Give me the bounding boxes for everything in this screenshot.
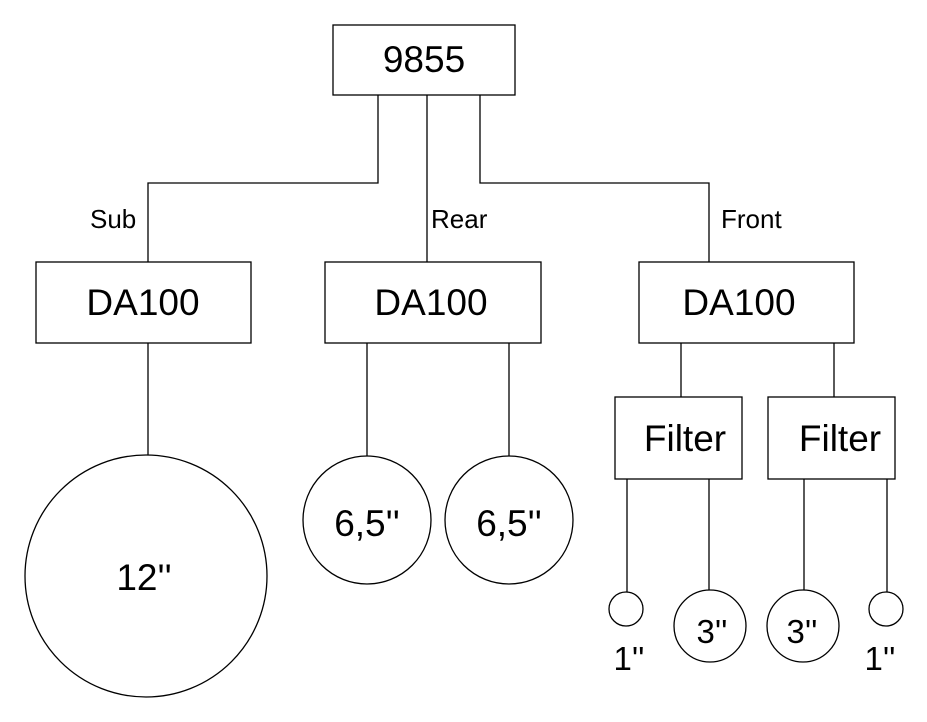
speaker-front-tweeter-left: 1''	[608, 591, 645, 677]
speaker-size-label: 12''	[116, 557, 171, 598]
speaker-front-mid-right: 3''	[766, 589, 840, 663]
speaker-size-label: 6,5''	[334, 503, 400, 544]
amplifier-sub: DA100	[35, 261, 252, 344]
filter-label: Filter	[799, 418, 881, 459]
source-unit: 9855	[332, 24, 516, 96]
channel-label-rear: Rear	[431, 204, 488, 234]
speaker-size-label: 6,5''	[476, 503, 542, 544]
amplifier-rear: DA100	[324, 261, 542, 344]
speaker-rear-left: 6,5''	[302, 455, 432, 585]
filter-right: Filter	[767, 396, 896, 480]
filter-label: Filter	[644, 418, 726, 459]
wire-source-front	[479, 95, 710, 262]
wire-source-sub	[147, 95, 379, 262]
speaker-sub: 12''	[24, 454, 268, 698]
amplifier-front: DA100	[638, 261, 855, 344]
amplifier-label: DA100	[86, 282, 199, 323]
filter-left: Filter	[614, 396, 743, 480]
source-label: 9855	[383, 39, 465, 80]
speaker-front-tweeter-right: 1''	[865, 591, 904, 677]
amplifier-label: DA100	[682, 282, 795, 323]
speaker-size-label: 3''	[697, 613, 728, 650]
speaker-front-mid-left: 3''	[673, 589, 747, 663]
speaker-rear-right: 6,5''	[444, 455, 574, 585]
amplifier-label: DA100	[374, 282, 487, 323]
speaker-size-label: 1''	[614, 640, 645, 677]
speaker-size-label: 1''	[865, 640, 896, 677]
speaker-size-label: 3''	[787, 613, 818, 650]
channel-label-front: Front	[721, 204, 782, 234]
channel-label-sub: Sub	[90, 204, 136, 234]
